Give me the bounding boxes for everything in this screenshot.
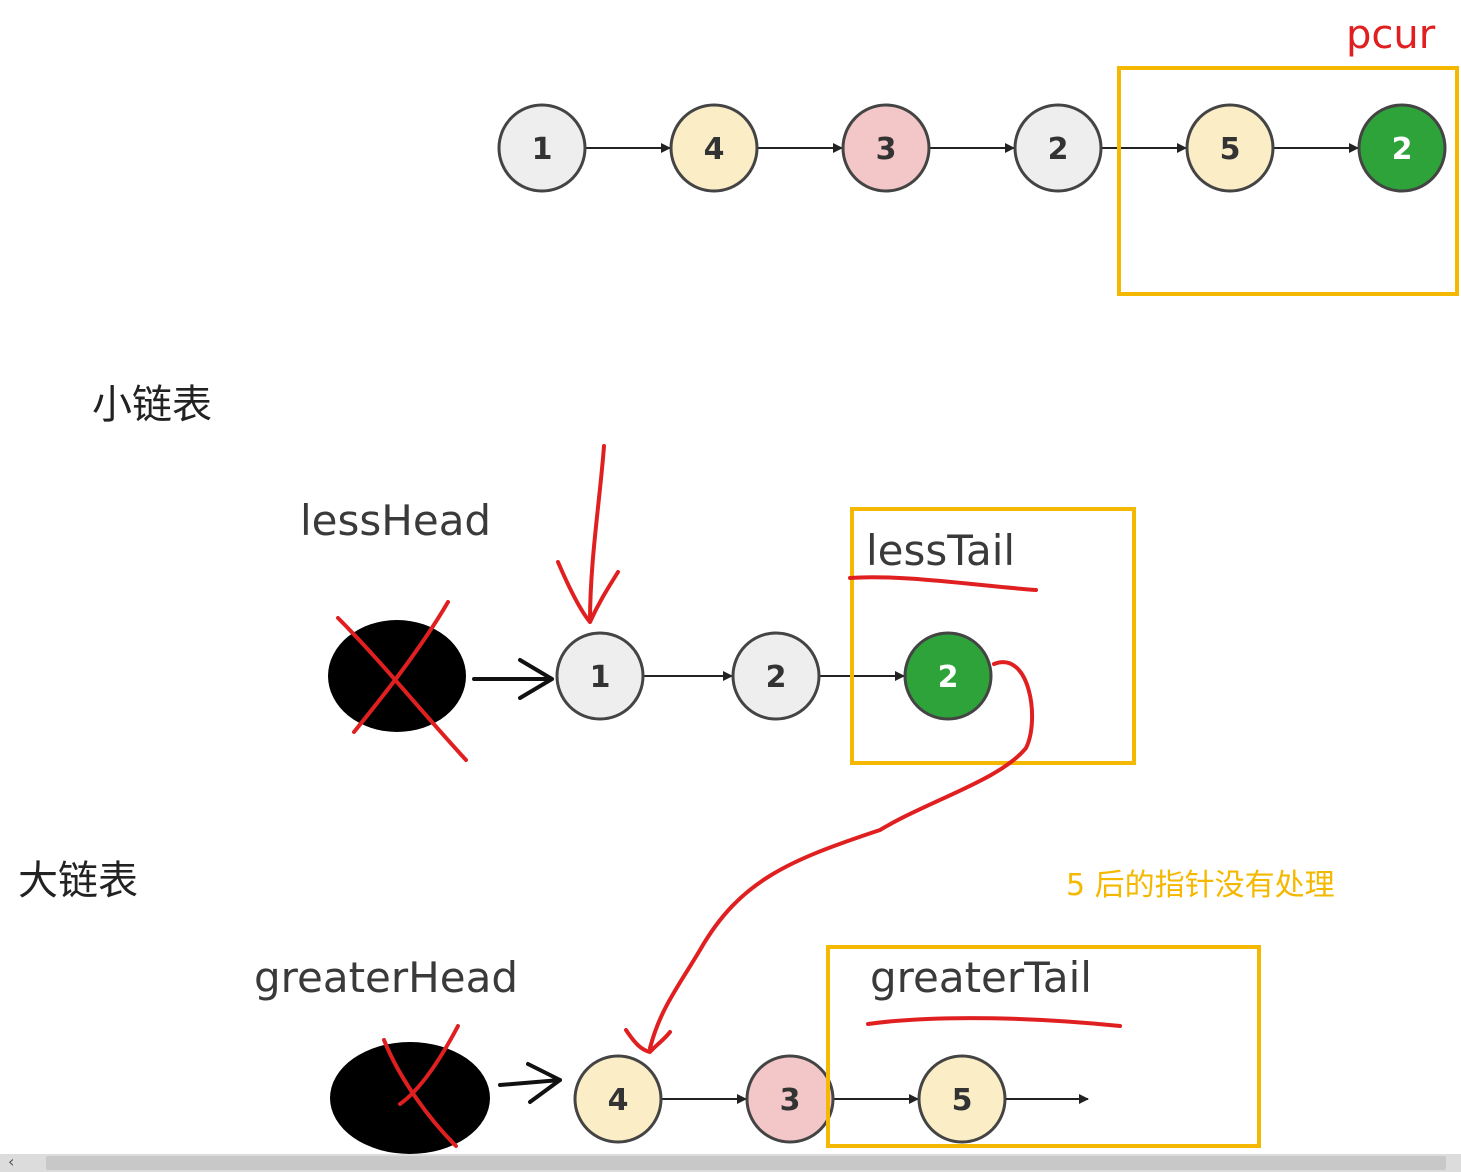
- less-tail-highlight-box: [850, 507, 1136, 765]
- top-list-node: 5: [1185, 103, 1275, 193]
- greater-list-node: 5: [917, 1054, 1007, 1144]
- top-list-node-circle: [1013, 103, 1103, 193]
- greater-list-node: 4: [573, 1054, 663, 1144]
- pcur-highlight-box: [1117, 66, 1459, 296]
- top-list-node-circle: [497, 103, 587, 193]
- greater-head-pointer-arrow: [498, 1062, 562, 1104]
- greater-list-node-circle: [573, 1054, 663, 1144]
- less-tail-label: lessTail: [866, 526, 1016, 575]
- top-list-node-circle: [669, 103, 759, 193]
- top-list-node: 2: [1357, 103, 1447, 193]
- top-list-node-value: 3: [876, 132, 897, 167]
- greater-list-node: 3: [745, 1054, 835, 1144]
- link-arrows: [585, 143, 1359, 1104]
- top-list-node-value: 2: [1048, 132, 1069, 167]
- less-list-node-value: 1: [590, 660, 611, 695]
- top-list-node-circle: [1185, 103, 1275, 193]
- less-tail-underline: [848, 575, 1038, 592]
- top-list-node: 1: [497, 103, 587, 193]
- greater-list-node-circle: [917, 1054, 1007, 1144]
- less-list-node: 1: [555, 631, 645, 721]
- less-list-entry-red-arrow: [556, 444, 620, 624]
- less-head-pointer-arrow: [472, 658, 554, 700]
- less-tail-to-greater-head-red-curve: [624, 660, 1034, 1054]
- greater-list-node-value: 5: [952, 1083, 973, 1118]
- top-list-node-circle: [1357, 103, 1447, 193]
- top-list-node-value: 5: [1220, 132, 1241, 167]
- scroll-left-arrow-icon[interactable]: ‹: [8, 1152, 15, 1171]
- less-head-cross-mark: [336, 600, 468, 762]
- greater-list-node-value: 4: [608, 1083, 629, 1118]
- node-layer: 1 4 3 2 5 2 1 2 2 4 3 5: [497, 103, 1447, 1144]
- greater-head-label: greaterHead: [254, 953, 518, 1002]
- unhandled-pointer-note: 5 后的指针没有处理: [1066, 868, 1335, 903]
- greater-tail-underline: [866, 1016, 1122, 1028]
- scrollbar-thumb[interactable]: [46, 1156, 1446, 1170]
- greater-list-node-value: 3: [780, 1083, 801, 1118]
- top-list-node-value: 1: [532, 132, 553, 167]
- less-list-node: 2: [903, 631, 993, 721]
- greater-head-cross-mark: [382, 1024, 460, 1148]
- top-list-node: 4: [669, 103, 759, 193]
- less-list-node-circle: [555, 631, 645, 721]
- greater-tail-label: greaterTail: [870, 953, 1092, 1002]
- less-list-node-value: 2: [938, 660, 959, 695]
- greater-tail-highlight-box: [826, 945, 1261, 1148]
- less-list-node-value: 2: [766, 660, 787, 695]
- less-head-label: lessHead: [300, 496, 492, 545]
- less-list-node-circle: [731, 631, 821, 721]
- greater-list-node-circle: [745, 1054, 835, 1144]
- big-list-title: 大链表: [18, 858, 138, 904]
- top-list-node-value: 2: [1392, 132, 1413, 167]
- less-list-node-circle: [903, 631, 993, 721]
- small-list-title: 小链表: [92, 382, 212, 428]
- top-list-node: 2: [1013, 103, 1103, 193]
- pcur-label: pcur: [1346, 12, 1436, 58]
- top-list-node-circle: [841, 103, 931, 193]
- top-list-node: 3: [841, 103, 931, 193]
- top-list-node-value: 4: [704, 132, 725, 167]
- less-list-node: 2: [731, 631, 821, 721]
